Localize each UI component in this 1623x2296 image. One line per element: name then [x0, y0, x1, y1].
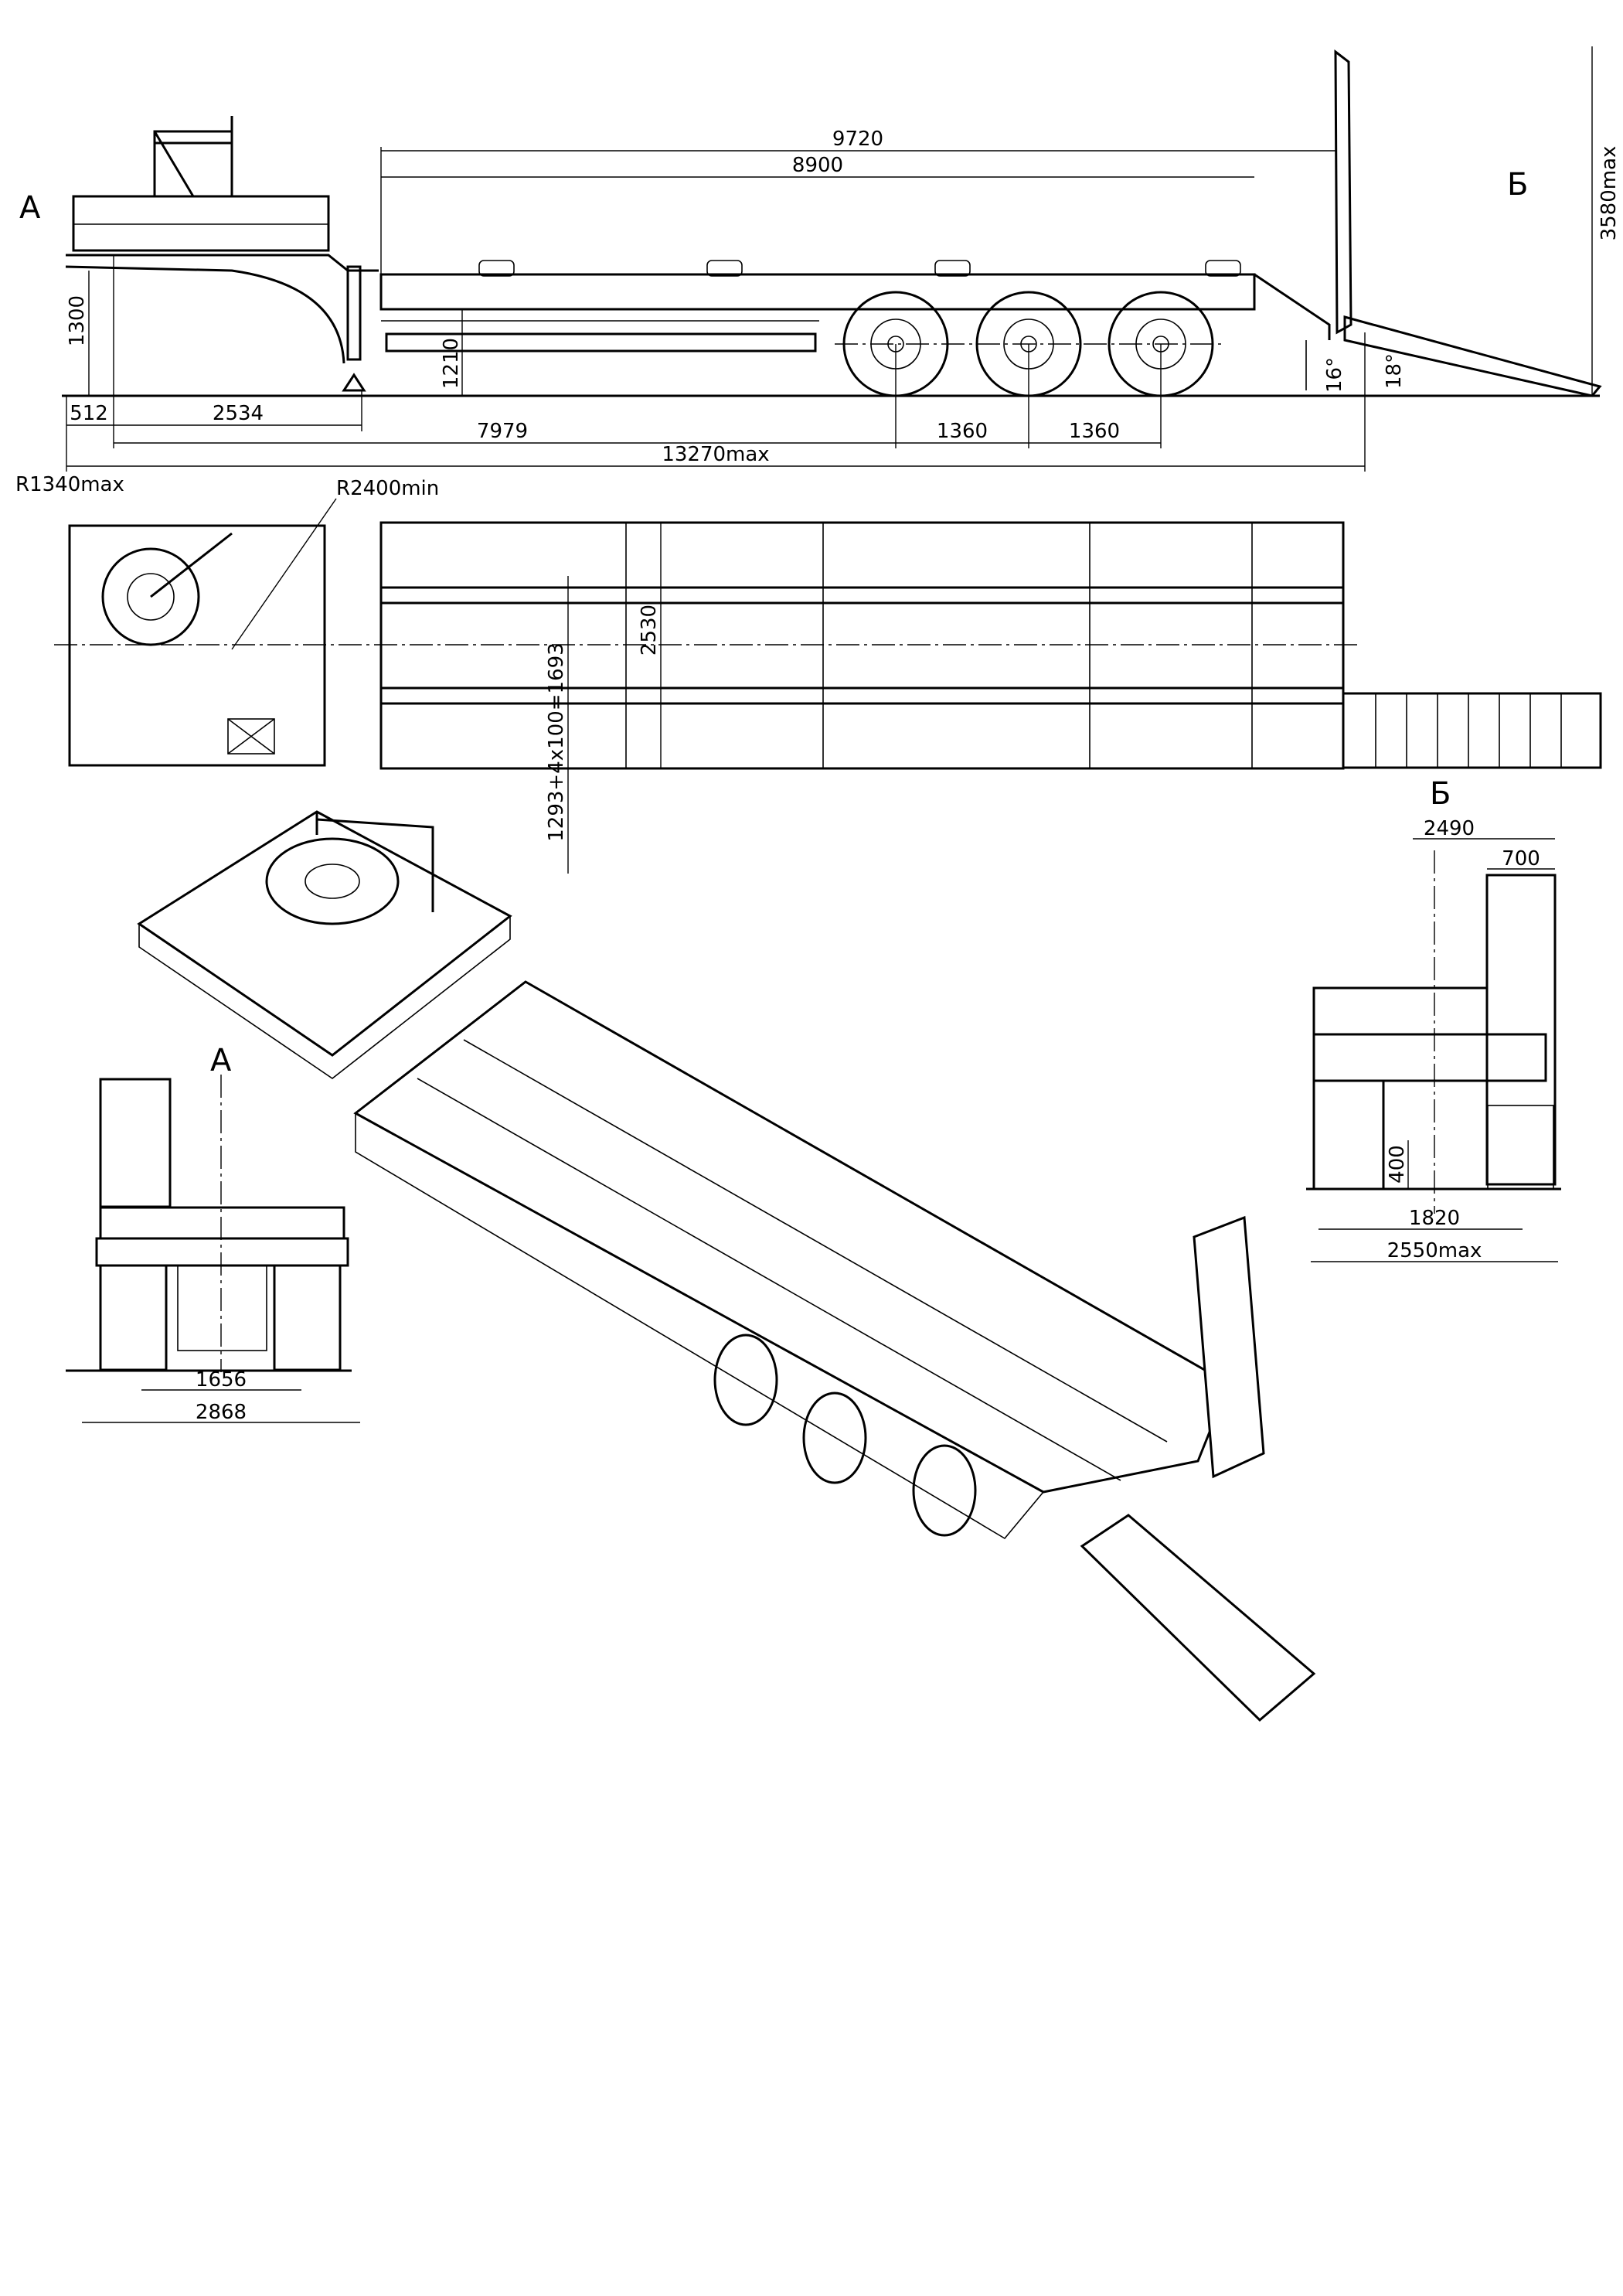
crane-boom	[150, 532, 233, 598]
dim-1360-a: 1360	[937, 420, 988, 443]
iso-ramp-upright	[1193, 1215, 1265, 1479]
deck-lashing-blocks	[478, 260, 1241, 277]
rear-slope	[1254, 273, 1331, 340]
dim-9720: 9720	[832, 128, 883, 151]
support-leg	[346, 265, 362, 361]
view-a-marker: А	[19, 190, 41, 226]
dim-400: 400	[1386, 1145, 1409, 1184]
view-a: А 1656 2868	[66, 1043, 360, 1424]
ramp-rungs	[1375, 693, 1562, 768]
left-wheel-block	[99, 1264, 168, 1371]
ramp-extended	[1342, 692, 1602, 769]
rear-frame	[1312, 1033, 1547, 1082]
dim-13270max: 13270max	[662, 443, 769, 466]
iso-gooseneck-side	[138, 916, 511, 1079]
dim-8900: 8900	[792, 154, 843, 177]
dim-3580max: 3580max	[1597, 146, 1621, 241]
iso-gooseneck	[137, 810, 512, 1057]
side-view: 9720 8900 3580max 1300 1210 512 2534 797…	[19, 46, 1621, 472]
iso-deck-rails	[417, 1039, 1168, 1481]
top-view: R1340max R2400min 2530 1293+4x100=1693	[15, 473, 1602, 874]
leader-line	[231, 498, 337, 650]
view-a-label: А	[210, 1043, 232, 1078]
iso-spare-hub	[305, 864, 360, 899]
radius-r2400: R2400min	[336, 477, 439, 500]
iso-ramp	[1080, 1514, 1316, 1722]
gooseneck-box	[72, 195, 330, 252]
right-wheel-block	[273, 1264, 342, 1371]
dim-1820: 1820	[1409, 1207, 1460, 1230]
dim-1360-b: 1360	[1069, 420, 1120, 443]
dim-7979: 7979	[477, 420, 528, 443]
dim-1656: 1656	[196, 1368, 247, 1392]
spare-wheel-hub	[127, 573, 175, 621]
side-skirt	[385, 332, 817, 353]
lashing-block	[706, 260, 743, 277]
right-support	[1487, 1105, 1554, 1190]
dim-1693: 1293+4x100=1693	[545, 642, 568, 841]
dim-2530: 2530	[638, 605, 661, 656]
lashing-block	[934, 260, 971, 277]
angle-16: 16°	[1323, 357, 1346, 393]
spare-wheel	[101, 547, 200, 646]
dim-512: 512	[70, 402, 108, 425]
dim-2550max: 2550max	[1387, 1239, 1482, 1262]
iso-wheel	[912, 1444, 977, 1537]
upright-ramp	[1334, 49, 1352, 335]
deck-frame	[379, 273, 1256, 311]
dim-700: 700	[1502, 847, 1540, 870]
dim-1210: 1210	[440, 338, 463, 389]
deck-sections	[625, 523, 1253, 768]
iso-spare-wheel	[265, 837, 400, 925]
gooseneck-neck	[65, 254, 379, 364]
dim-2868: 2868	[196, 1401, 247, 1424]
ramp-stack	[99, 1078, 172, 1208]
center-frame	[177, 1265, 267, 1351]
lashing-block	[1205, 260, 1241, 277]
dim-1300: 1300	[66, 295, 89, 346]
toolbox	[227, 718, 275, 755]
dim-extension-lines	[66, 255, 1366, 472]
gooseneck-front	[99, 1206, 345, 1240]
deck-top	[379, 521, 1345, 770]
deck-rear	[1312, 986, 1489, 1036]
iso-deck	[353, 980, 1230, 1494]
iso-crane	[315, 812, 434, 912]
iso-wheel	[713, 1334, 778, 1426]
gooseneck-top	[68, 524, 326, 767]
crane-arm	[153, 116, 233, 197]
iso-wheel	[802, 1392, 867, 1484]
front-panel	[95, 1237, 349, 1267]
support-foot	[342, 373, 366, 392]
lashing-block	[478, 260, 515, 277]
view-b-marker: Б	[1507, 167, 1528, 203]
dim-2490: 2490	[1424, 817, 1475, 840]
angle-18: 18°	[1383, 353, 1406, 389]
dim-2534: 2534	[213, 402, 264, 425]
view-b-label: Б	[1430, 776, 1451, 812]
ramp-upright	[1485, 874, 1557, 1186]
isometric-view	[137, 810, 1316, 1722]
toolbox-cross	[227, 718, 275, 755]
radius-r1340: R1340max	[15, 473, 124, 496]
view-b: Б 2490 700 400 1820 2550max	[1306, 776, 1561, 1262]
iso-deck-side	[355, 1113, 1044, 1540]
left-wheels	[1312, 1079, 1385, 1191]
wheels	[835, 291, 1221, 397]
